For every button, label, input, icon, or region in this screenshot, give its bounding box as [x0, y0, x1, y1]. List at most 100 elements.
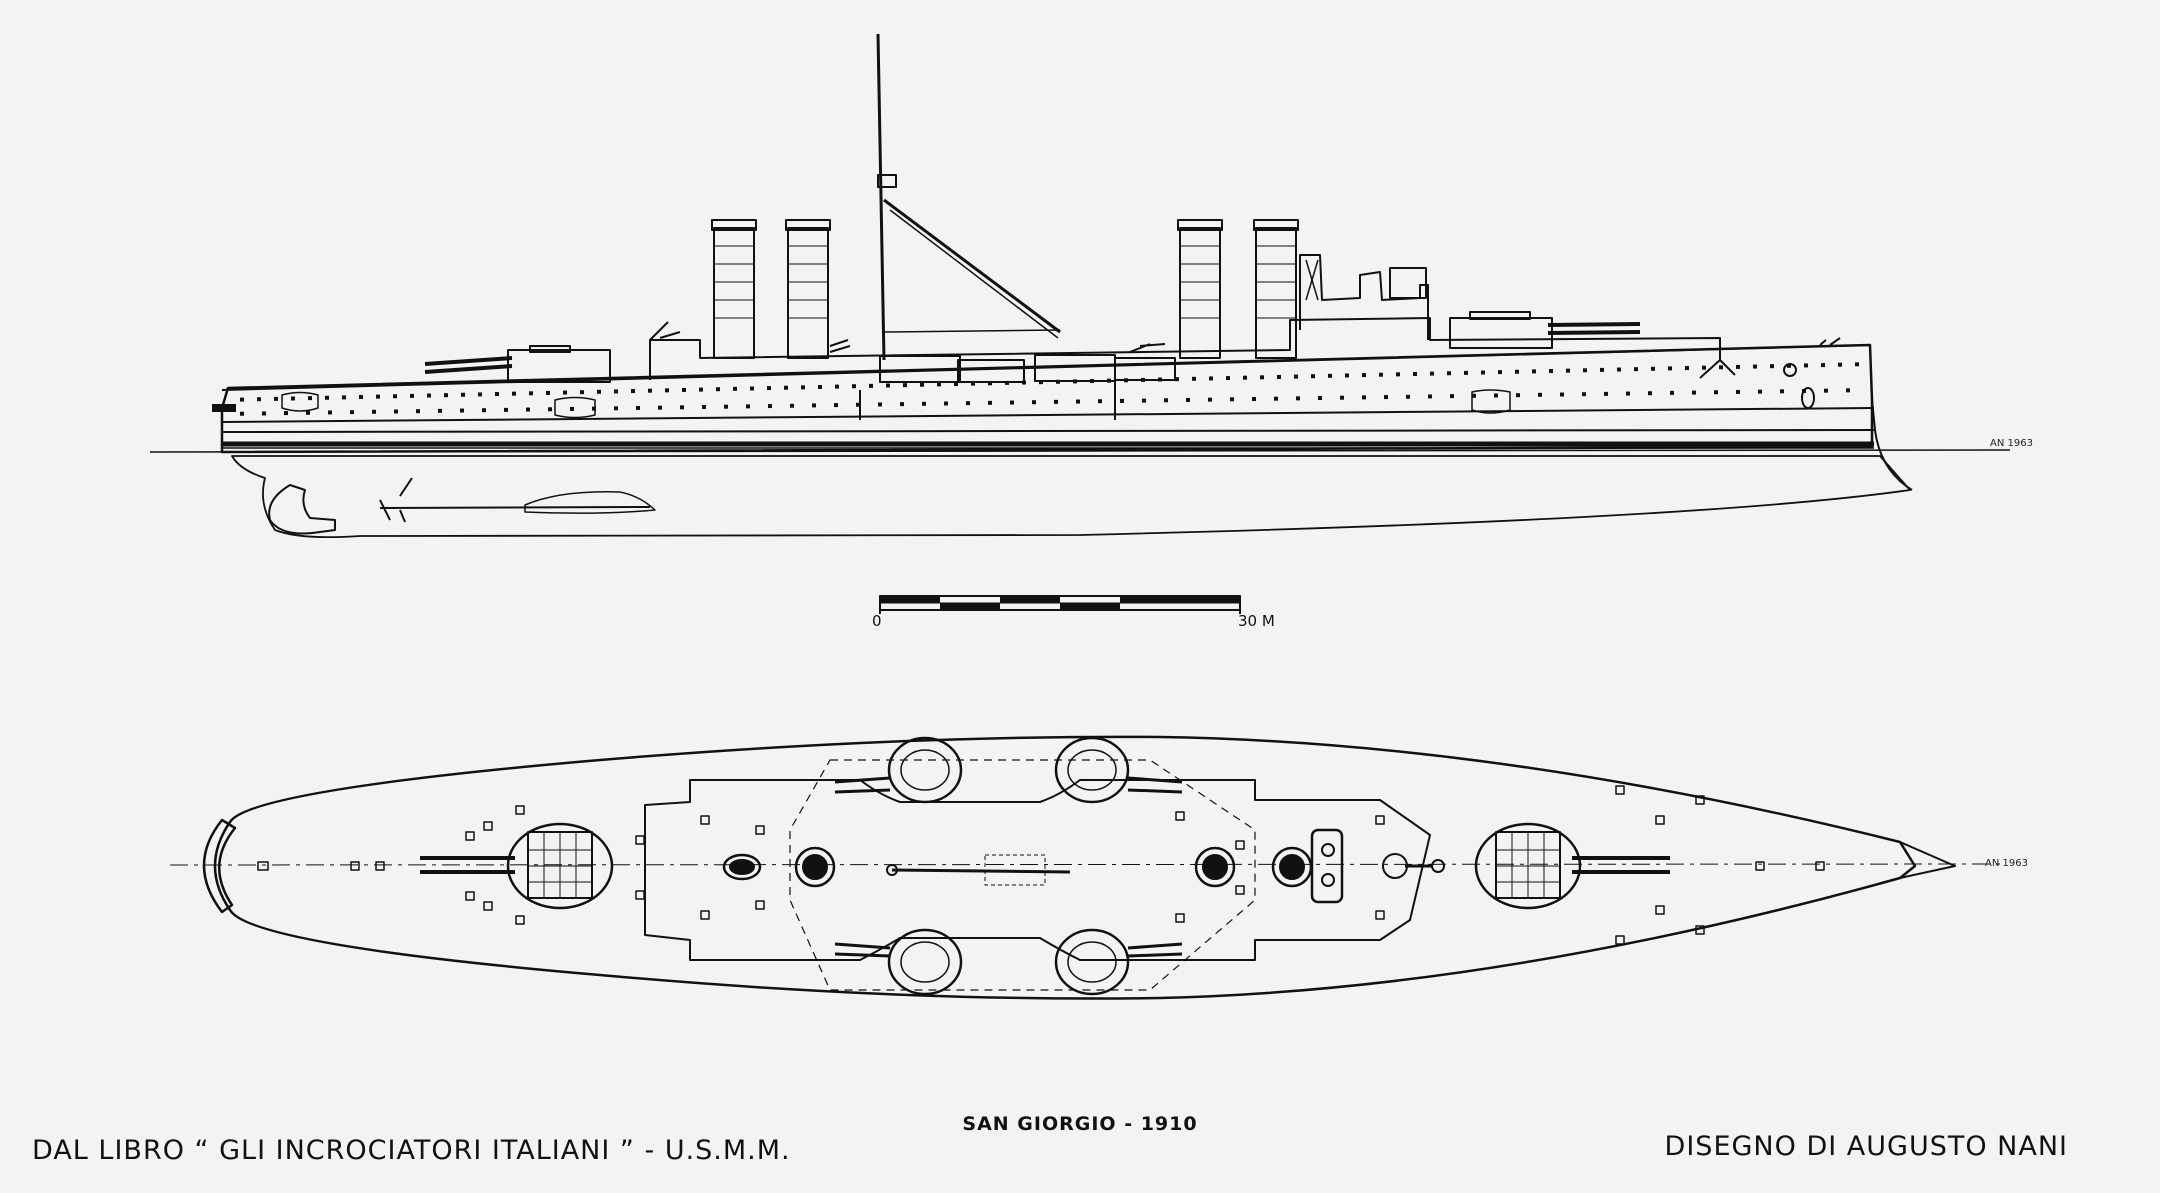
porthole: [1604, 391, 1608, 396]
porthole: [1626, 391, 1630, 396]
deck-fitting: [350, 861, 360, 871]
porthole: [1005, 380, 1009, 385]
porthole: [1498, 370, 1502, 375]
portholes: [240, 362, 1859, 416]
porthole: [1648, 391, 1652, 396]
porthole: [658, 405, 662, 410]
porthole: [1056, 379, 1060, 384]
porthole: [526, 407, 530, 412]
deck-fitting: [1235, 840, 1245, 850]
porthole: [1362, 373, 1366, 378]
porthole: [1208, 397, 1212, 402]
porthole: [988, 400, 992, 405]
profile-signature: AN 1963: [1990, 438, 2033, 449]
porthole: [1230, 397, 1234, 402]
scale-start-label: 0: [872, 612, 882, 630]
porthole: [240, 411, 244, 416]
author-credit: DISEGNO DI AUGUSTO NANI: [1664, 1131, 2068, 1162]
deck-fitting: [515, 915, 525, 925]
porthole: [1714, 390, 1718, 395]
deck-fitting: [375, 861, 385, 871]
porthole: [563, 390, 567, 395]
porthole: [1384, 395, 1388, 400]
centerline: [169, 863, 2006, 866]
porthole: [350, 410, 354, 415]
porthole: [746, 404, 750, 409]
funnel-1: [711, 219, 757, 359]
porthole: [1651, 366, 1655, 371]
porthole: [1702, 365, 1706, 370]
porthole: [1158, 377, 1162, 382]
porthole: [570, 406, 574, 411]
porthole: [1406, 394, 1410, 399]
porthole: [1538, 392, 1542, 397]
porthole: [1758, 389, 1762, 394]
deck-fitting: [1815, 861, 1825, 871]
porthole: [1549, 369, 1553, 374]
porthole: [1447, 371, 1451, 376]
porthole: [1379, 372, 1383, 377]
porthole: [548, 407, 552, 412]
forward-barbette-plan: [1474, 822, 1670, 910]
porthole: [1600, 367, 1604, 372]
porthole: [1209, 376, 1213, 381]
porthole: [1770, 364, 1774, 369]
deck-fitting: [755, 900, 765, 910]
porthole: [1345, 373, 1349, 378]
porthole: [1022, 380, 1026, 385]
porthole: [1413, 371, 1417, 376]
porthole: [801, 385, 805, 390]
porthole: [394, 409, 398, 414]
wing-turret-starboard-aft: [834, 928, 963, 996]
deck-fitting: [465, 831, 475, 841]
deck-fitting: [465, 891, 475, 901]
funnel-3: [1177, 219, 1223, 359]
porthole: [1472, 393, 1476, 398]
porthole: [342, 395, 346, 400]
porthole: [1124, 378, 1128, 383]
aft-turret-profile: [424, 345, 611, 383]
porthole: [1692, 390, 1696, 395]
porthole: [512, 391, 516, 396]
porthole: [1274, 396, 1278, 401]
deck-fitting: [1655, 815, 1665, 825]
porthole: [1010, 400, 1014, 405]
porthole: [597, 389, 601, 394]
wing-turret-starboard-fore: [1054, 928, 1183, 996]
source-credit: DAL LIBRO “ GLI INCROCIATORI ITALIANI ” …: [32, 1135, 791, 1166]
porthole: [1340, 395, 1344, 400]
porthole: [325, 395, 329, 400]
wing-turret-port-aft: [834, 736, 963, 804]
aft-barbette-plan: [420, 822, 614, 910]
porthole: [240, 397, 244, 402]
porthole: [682, 387, 686, 392]
porthole: [1736, 364, 1740, 369]
porthole: [372, 409, 376, 414]
porthole: [328, 410, 332, 415]
porthole: [1821, 363, 1825, 368]
deck-fitting: [700, 910, 710, 920]
porthole: [1277, 374, 1281, 379]
porthole: [376, 394, 380, 399]
porthole: [1804, 363, 1808, 368]
porthole: [790, 403, 794, 408]
porthole: [1120, 398, 1124, 403]
deck-fitting: [483, 821, 493, 831]
porthole: [1076, 399, 1080, 404]
porthole: [482, 408, 486, 413]
drawing-title: SAN GIORGIO - 1910: [962, 1113, 1198, 1135]
porthole: [1311, 374, 1315, 379]
rudder: [268, 484, 336, 535]
porthole: [1294, 374, 1298, 379]
porthole: [291, 396, 295, 401]
deck-fitting: [1175, 913, 1185, 923]
main-mast: [876, 33, 1061, 361]
porthole: [922, 401, 926, 406]
deck-outline: [213, 735, 1917, 1000]
porthole: [1396, 372, 1400, 377]
deck-fitting: [1615, 935, 1625, 945]
porthole: [716, 387, 720, 392]
porthole: [427, 393, 431, 398]
porthole: [1175, 377, 1179, 382]
